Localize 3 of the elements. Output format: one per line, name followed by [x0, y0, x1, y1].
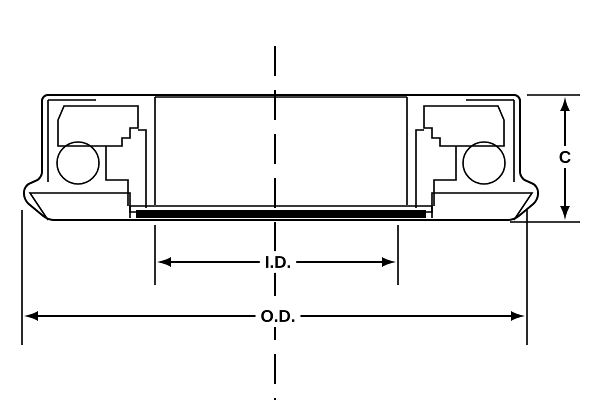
dimension-label: C — [554, 146, 576, 168]
dimension-label: I.D. — [260, 251, 296, 273]
dimension-label: O.D. — [256, 305, 300, 328]
